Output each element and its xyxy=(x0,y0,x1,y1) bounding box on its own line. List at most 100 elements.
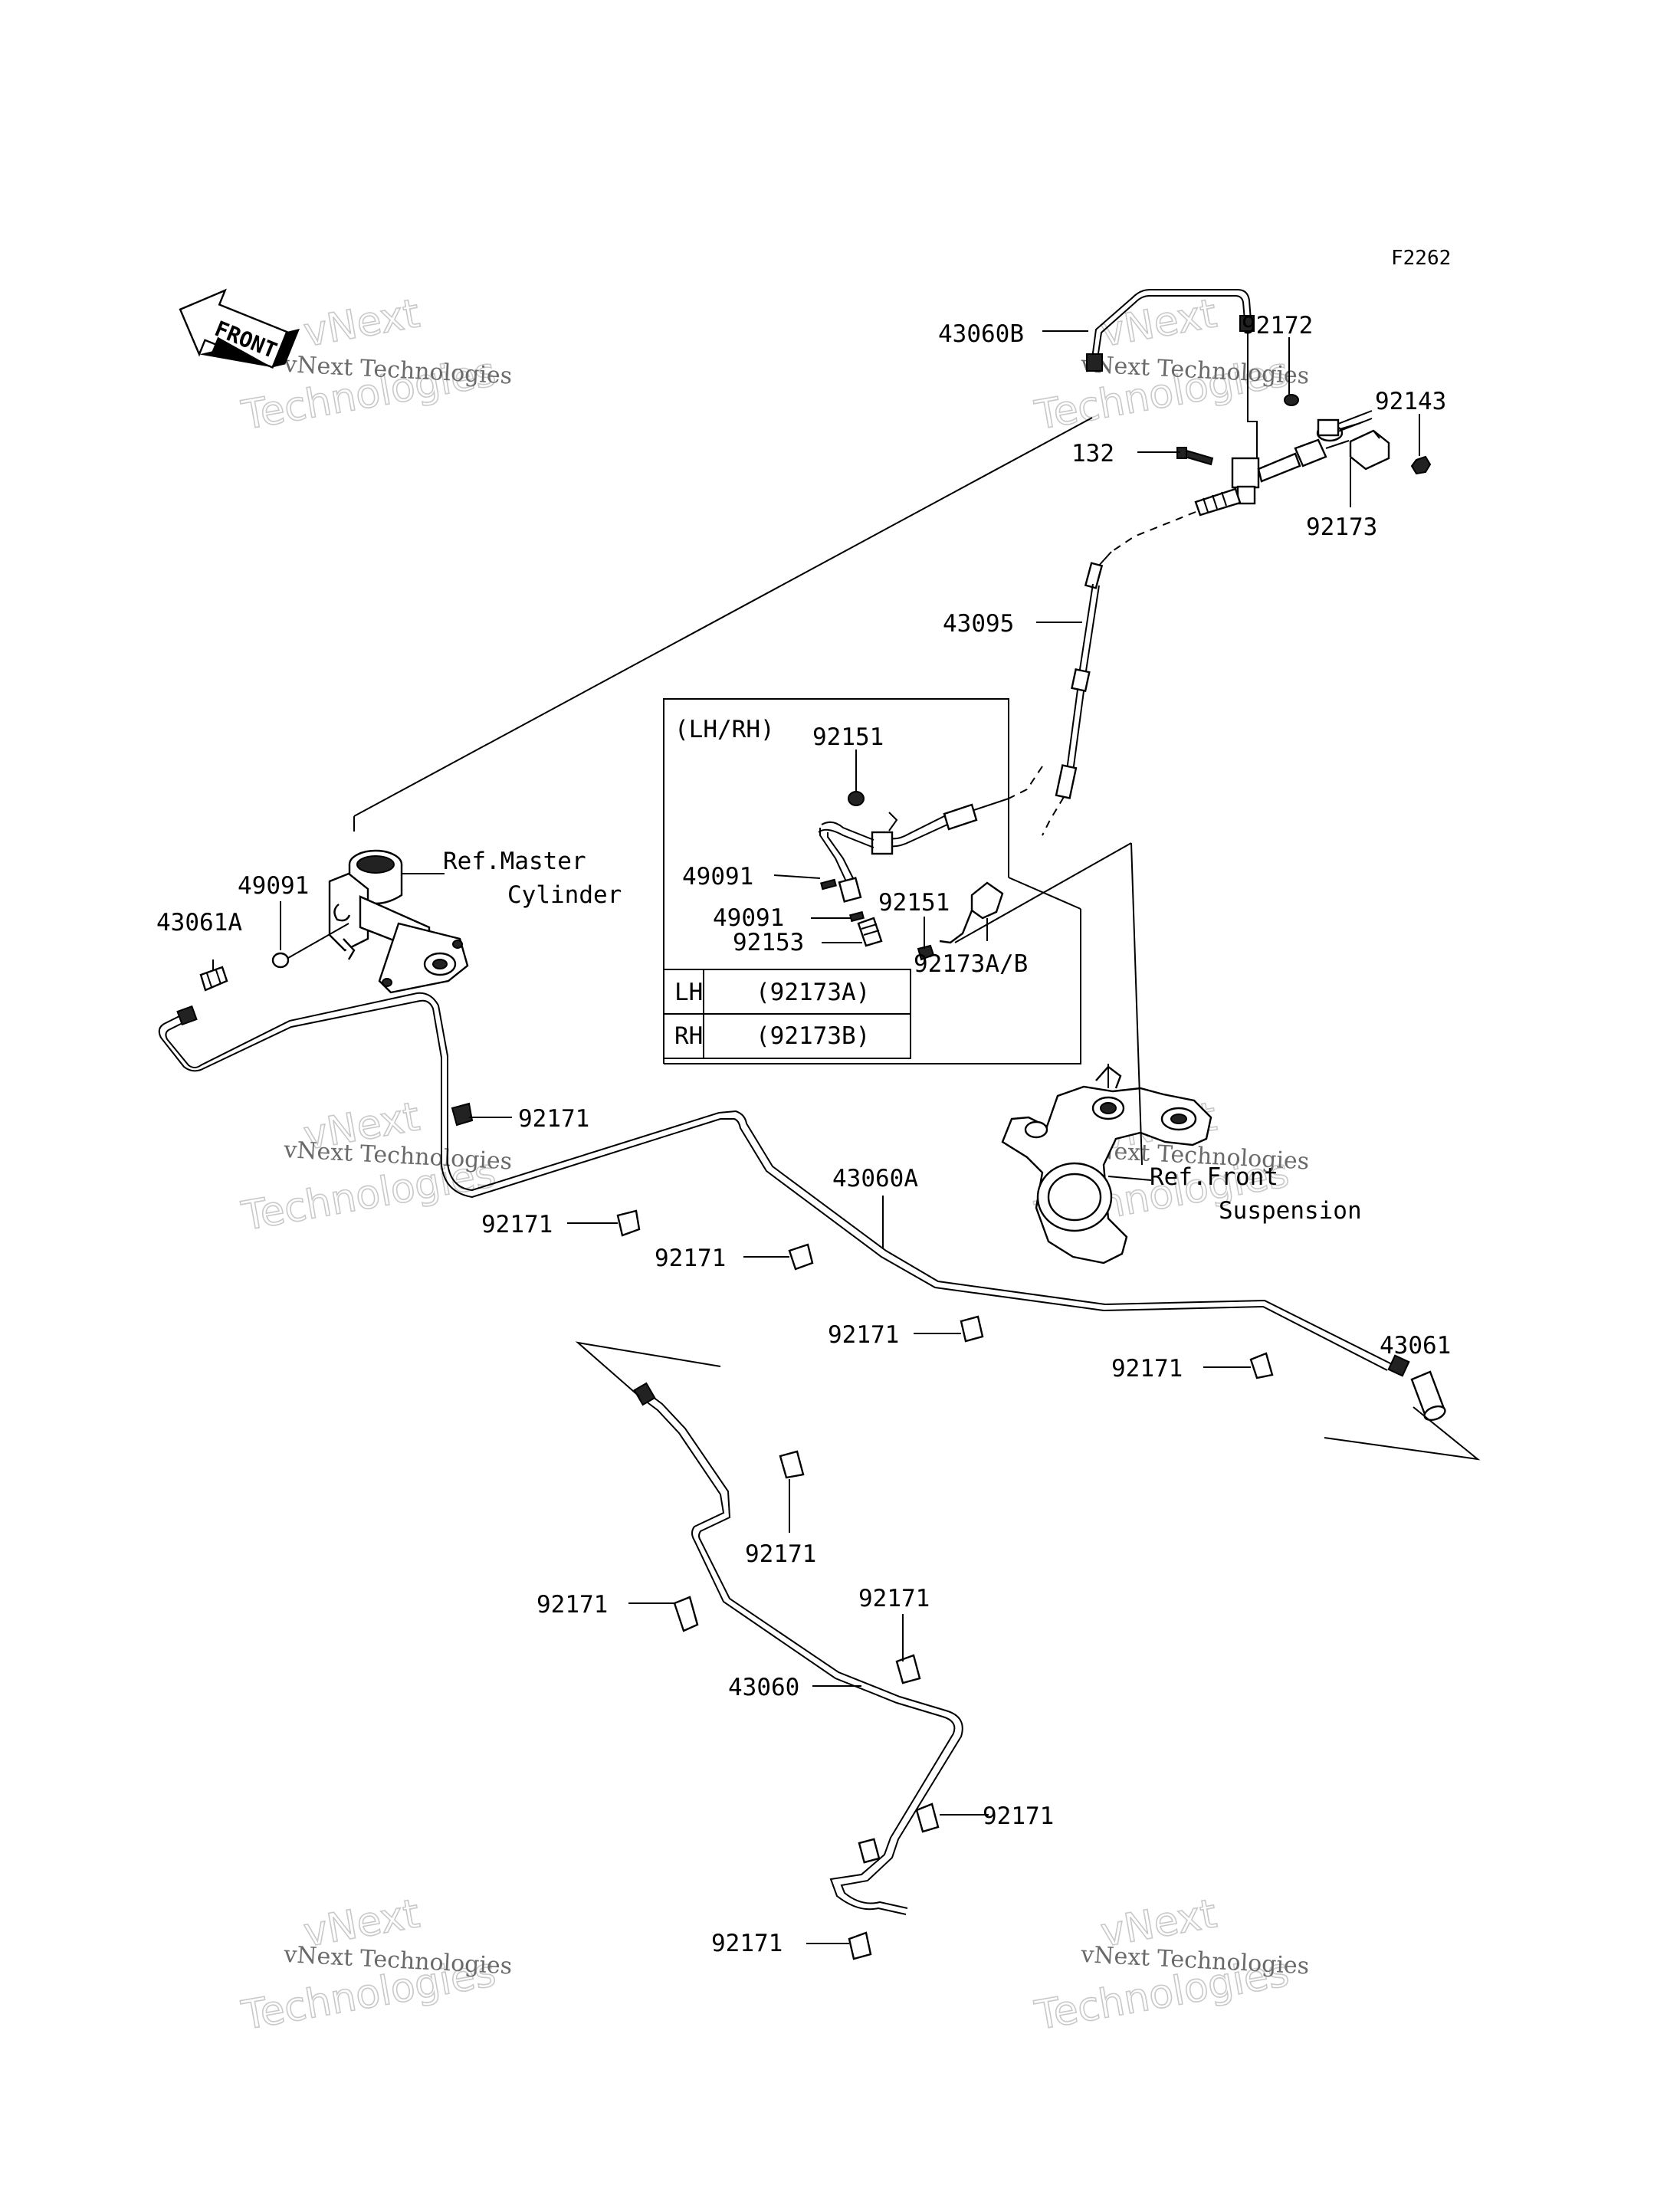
inset-title: (LH/RH) xyxy=(674,716,775,743)
junction-block xyxy=(1231,457,1260,489)
ref-master-line1: Ref.Master xyxy=(443,848,586,875)
callout-49091: 49091 xyxy=(713,904,784,932)
figure-code: F2262 xyxy=(1391,247,1451,270)
callout-92171: 92171 xyxy=(481,1211,553,1238)
front-arrow-icon: FRONT xyxy=(179,288,300,369)
clip-92171 xyxy=(788,1243,814,1271)
callout-92171: 92171 xyxy=(711,1930,783,1957)
hose-crimp xyxy=(1294,438,1327,467)
callout-43061: 43061 xyxy=(1380,1332,1451,1360)
clip-92171 xyxy=(1249,1352,1274,1379)
leader-line xyxy=(353,417,1093,817)
caliper-banjo xyxy=(871,831,894,855)
callout-92171: 92171 xyxy=(518,1105,589,1133)
leader-line xyxy=(575,1341,721,1397)
callout-92171: 92171 xyxy=(983,1802,1054,1830)
joint-bracket-assembly xyxy=(1176,394,1432,517)
clip-92171 xyxy=(915,1802,940,1833)
watermark-bottom-right: vNext Technologies vNext Technologies xyxy=(1031,1891,1310,2040)
threaded-fitting xyxy=(1194,487,1242,517)
union-43061 xyxy=(1410,1370,1446,1422)
callout-92172: 92172 xyxy=(1242,312,1313,339)
pipe-fitting xyxy=(858,1838,881,1864)
callout-43060B: 43060B xyxy=(938,320,1024,348)
pipe-fitting xyxy=(633,1382,656,1406)
watermark-bottom-left: vNext Technologies vNext Technologies xyxy=(238,1891,513,2040)
callout-43060: 43060 xyxy=(728,1674,799,1701)
brake-pipe-43060A xyxy=(158,992,1410,1377)
inset-frame xyxy=(664,909,1081,1064)
bolt-92151-lower xyxy=(917,944,935,961)
table-part-lh: (92173A) xyxy=(756,979,870,1006)
callout-132: 132 xyxy=(1071,440,1114,467)
clip-92171 xyxy=(673,1596,699,1632)
callout-92151: 92151 xyxy=(812,723,884,751)
callout-49091: 49091 xyxy=(238,872,309,900)
clip-group xyxy=(451,1102,1274,1960)
clip-92171 xyxy=(960,1315,984,1343)
callout-92143: 92143 xyxy=(1375,388,1446,415)
callout-92171: 92171 xyxy=(655,1245,726,1272)
ref-master-line2: Cylinder xyxy=(507,881,622,909)
master-cylinder xyxy=(328,849,469,994)
brake-pipe-43060B xyxy=(1086,289,1258,460)
leader-line xyxy=(287,923,349,959)
pipe-fitting xyxy=(176,1005,198,1026)
table-part-rh: (92173B) xyxy=(756,1022,870,1050)
inset-lh-rh: (LH/RH) LH (921 xyxy=(663,698,1132,1064)
clip-92171 xyxy=(779,1450,805,1479)
table-side-lh: LH xyxy=(674,979,703,1006)
front-suspension-knuckle xyxy=(1001,1065,1212,1265)
fitting xyxy=(838,877,862,903)
bracket-92173 xyxy=(1349,429,1390,471)
bolt-92153 xyxy=(857,917,883,947)
leader-line xyxy=(1130,842,1143,1166)
callout-92171: 92171 xyxy=(1111,1355,1183,1383)
washer-49091-mc xyxy=(271,952,290,969)
leader-line xyxy=(1107,1176,1152,1181)
callout-92171: 92171 xyxy=(536,1591,608,1619)
callout-43060A: 43060A xyxy=(832,1165,918,1192)
union-43061A xyxy=(199,966,228,992)
callout-92153: 92153 xyxy=(733,929,804,956)
washer-49091 xyxy=(820,878,837,891)
inset-frame xyxy=(663,698,1009,1064)
callout-49091: 49091 xyxy=(682,863,753,891)
clip-92171 xyxy=(895,1654,921,1684)
watermark-big-text: vNext xyxy=(300,290,423,356)
nut-92143 xyxy=(1410,455,1432,475)
washer-92172 xyxy=(1284,394,1299,406)
callout-leaders xyxy=(469,330,1420,1944)
hose-clamp xyxy=(943,803,978,831)
front-arrow-shadow xyxy=(199,336,273,368)
lh-rh-table: LH (92173A) RH (92173B) xyxy=(663,969,911,1059)
callout-92173AB: 92173A/B xyxy=(914,950,1028,978)
callout-labels: 43060B 92172 92143 132 92173 43095 92151… xyxy=(156,312,1451,1957)
watermark-big-text: vNext xyxy=(1098,290,1220,356)
front-arrow-shadow xyxy=(272,329,300,368)
callout-92171: 92171 xyxy=(745,1540,816,1568)
washer-49091 xyxy=(849,910,865,923)
callout-43095: 43095 xyxy=(943,610,1014,638)
callout-92173: 92173 xyxy=(1306,513,1377,541)
callout-43061A: 43061A xyxy=(156,909,242,936)
hose-fitting xyxy=(1257,452,1301,483)
clip-92171 xyxy=(616,1209,641,1237)
ref-suspension-line2: Suspension xyxy=(1219,1197,1362,1225)
bolt-92151 xyxy=(848,791,865,806)
table-side-rh: RH xyxy=(674,1022,703,1050)
clip-92171 xyxy=(451,1102,474,1127)
ref-suspension-line1: Ref.Front xyxy=(1150,1163,1278,1191)
banjo-body xyxy=(1317,418,1340,437)
callout-92151: 92151 xyxy=(878,889,950,917)
reference-labels: Ref.Master Cylinder Ref.Front Suspension xyxy=(443,848,1362,1225)
brake-pipe-43060 xyxy=(633,1382,963,1915)
clamp-tail xyxy=(939,910,973,944)
leader-line xyxy=(1324,1406,1481,1461)
brake-hose-43095 xyxy=(1042,511,1196,836)
callout-92171: 92171 xyxy=(828,1321,899,1349)
pipe-fitting xyxy=(1387,1354,1410,1377)
callout-92171: 92171 xyxy=(858,1585,930,1612)
